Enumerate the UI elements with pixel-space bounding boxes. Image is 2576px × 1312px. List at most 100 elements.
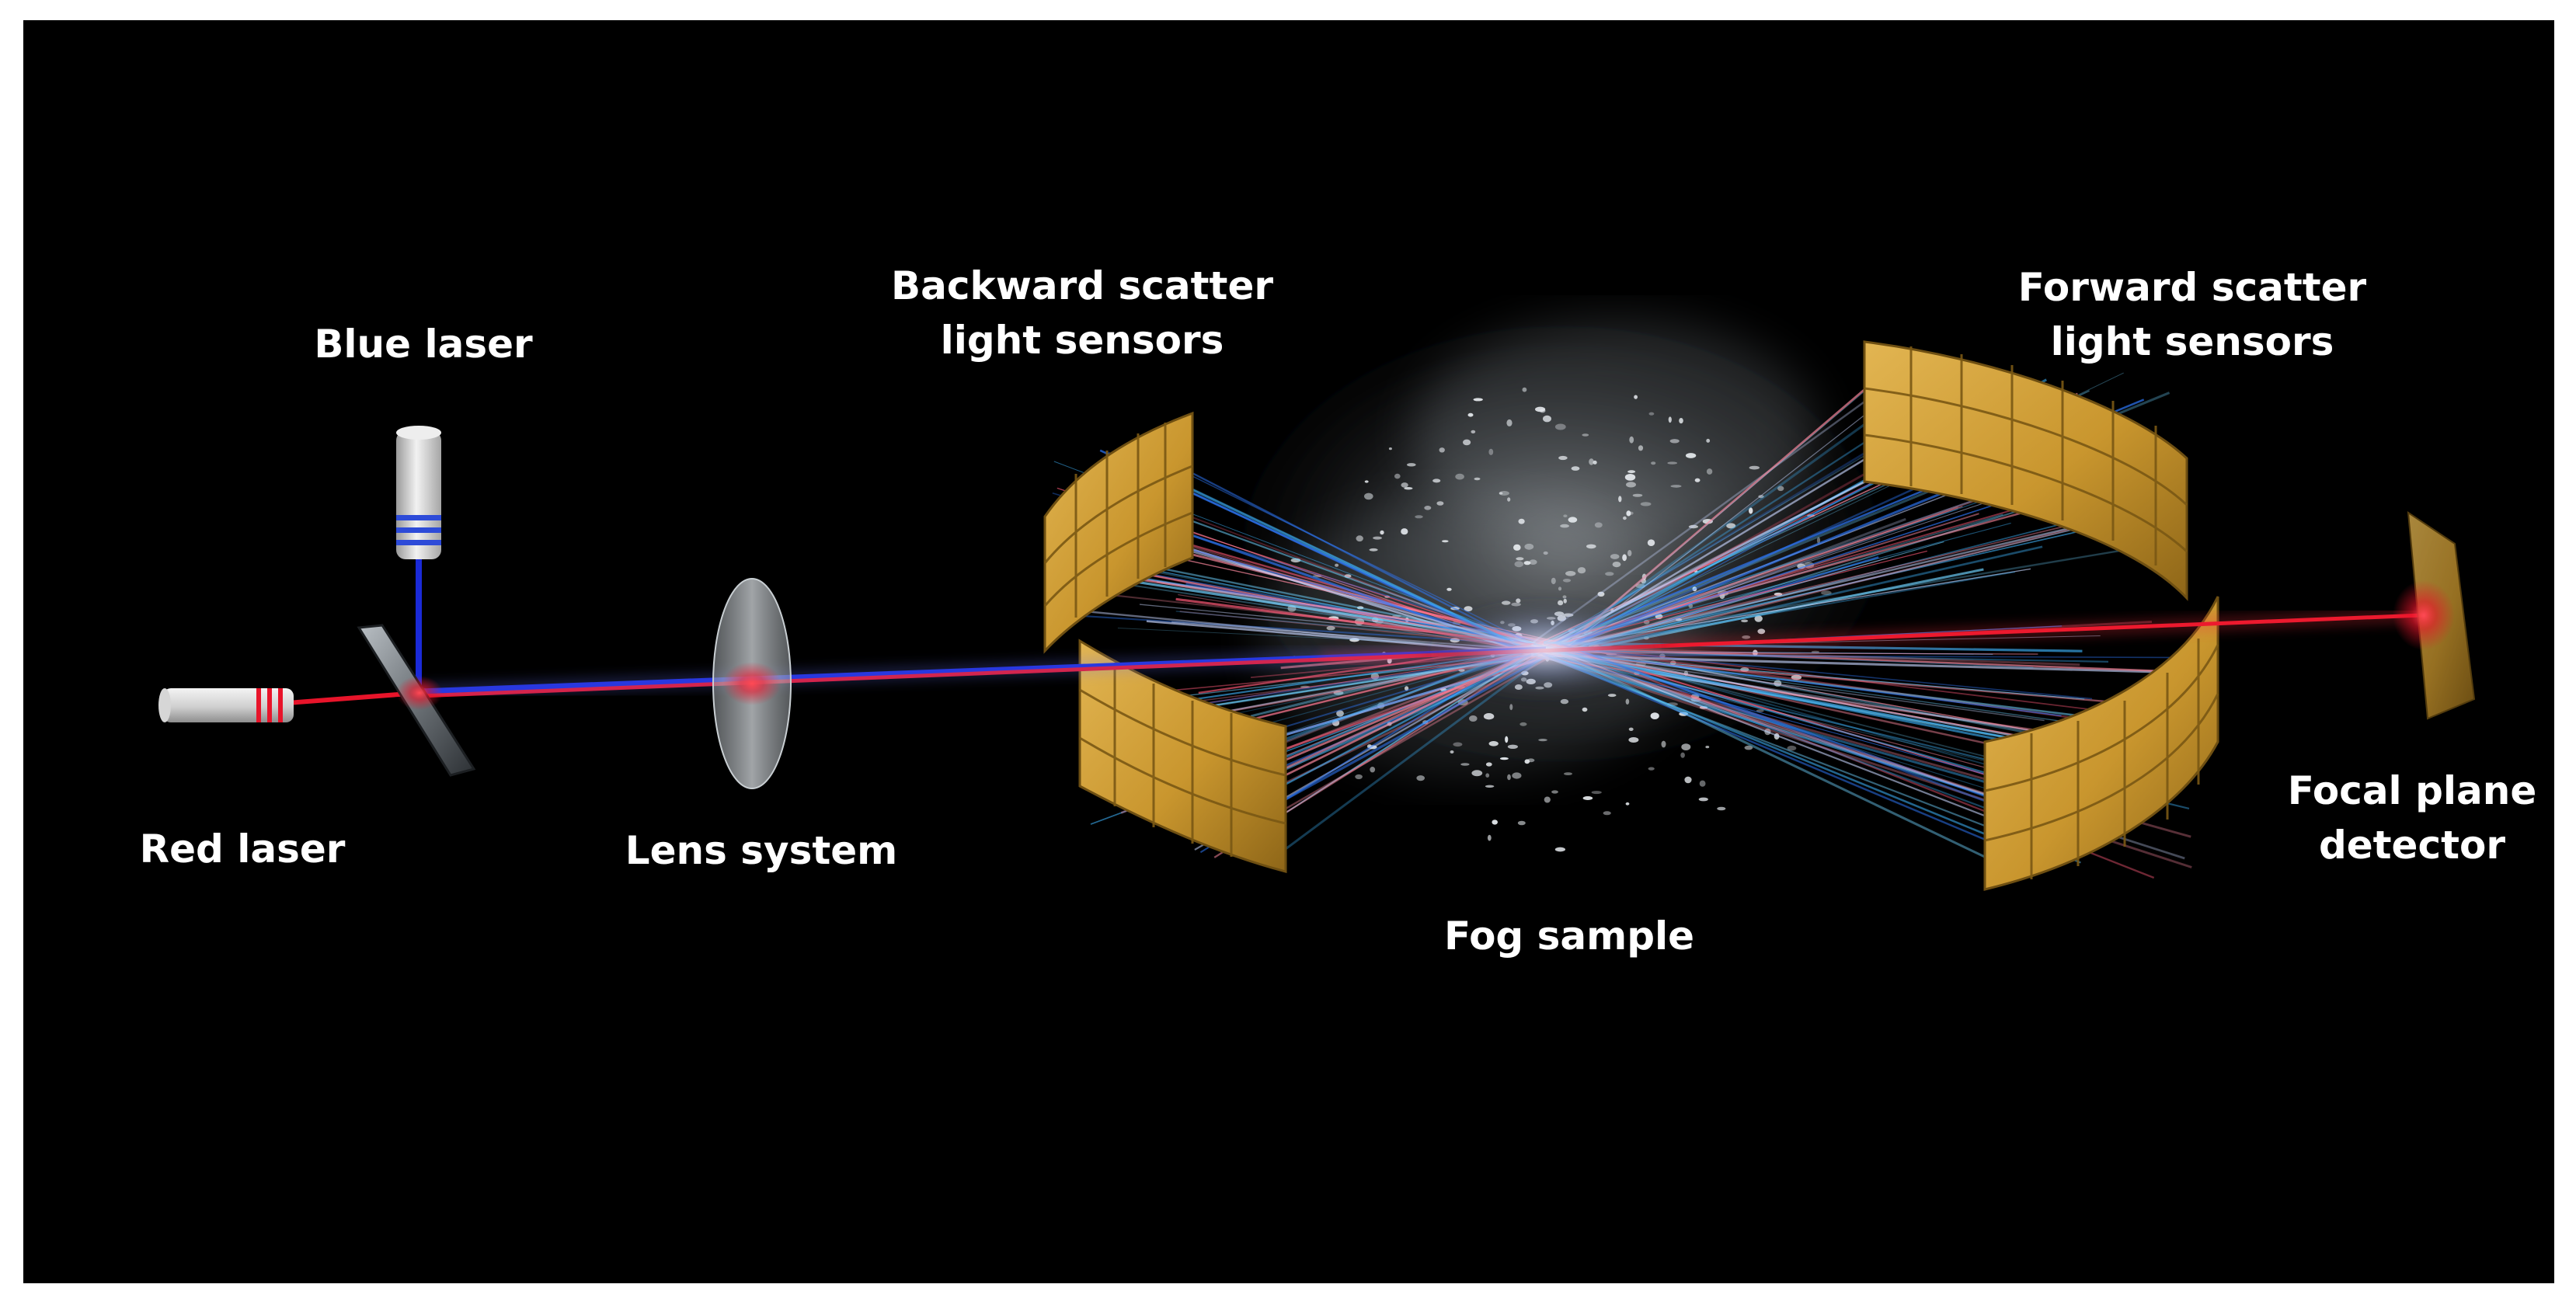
fog-particle xyxy=(1483,713,1495,720)
fog-particle xyxy=(1467,412,1474,417)
fog-particle xyxy=(1680,752,1685,758)
fog-particle xyxy=(1562,579,1572,583)
fog-particle xyxy=(1705,746,1710,749)
fog-particle xyxy=(1518,518,1525,524)
fog-particle xyxy=(1529,559,1537,565)
label-red-laser: Red laser xyxy=(140,827,346,872)
fog-particle xyxy=(1436,501,1444,506)
fog-particle xyxy=(1749,465,1760,470)
fog-particle xyxy=(1624,474,1636,481)
fog-particle xyxy=(1523,561,1531,566)
fog-particle xyxy=(1603,811,1611,816)
fog-particle xyxy=(1507,497,1511,502)
fog-particle xyxy=(1626,510,1631,517)
fog-particle xyxy=(1586,544,1596,549)
fog-particle xyxy=(1551,790,1558,794)
label-forward-scatter-line2: light sensors xyxy=(2051,319,2334,364)
fog-particle xyxy=(1629,436,1634,444)
fog-particle xyxy=(1749,507,1753,514)
fog-particle xyxy=(1506,419,1513,426)
fog-particle xyxy=(1336,710,1344,717)
fog-particle xyxy=(1626,482,1636,488)
fog-particle xyxy=(1627,470,1636,474)
fog-particle xyxy=(1758,495,1764,499)
fog-particle xyxy=(1717,806,1726,811)
label-fog-sample: Fog sample xyxy=(1444,914,1694,959)
label-blue-laser: Blue laser xyxy=(314,322,533,367)
fog-particle xyxy=(1446,587,1452,591)
fog-particle xyxy=(1589,458,1594,465)
fog-particle xyxy=(1706,468,1713,475)
fog-particle xyxy=(1453,742,1463,747)
fog-particle xyxy=(1455,473,1464,480)
fog-particle xyxy=(1471,430,1476,434)
label-forward-scatter-line1: Forward scatter xyxy=(2018,265,2367,310)
scatter-center-glow xyxy=(1414,595,1678,704)
fog-particle xyxy=(1333,691,1344,695)
fog-particle xyxy=(1450,750,1454,753)
fog-particle xyxy=(1684,776,1692,784)
red-laser xyxy=(158,688,294,722)
label-lens-system: Lens system xyxy=(625,828,898,873)
fog-particle xyxy=(1564,772,1572,775)
fog-particle xyxy=(1632,493,1643,497)
fog-particle xyxy=(1560,524,1569,528)
fog-particle xyxy=(1648,412,1655,416)
fog-particle xyxy=(1679,418,1683,424)
fog-particle xyxy=(1513,544,1521,551)
fog-particle xyxy=(1439,447,1445,453)
fog-particle xyxy=(1726,523,1736,529)
fog-particle xyxy=(1512,772,1522,779)
fog-particle xyxy=(1488,448,1494,455)
fog-particle xyxy=(1505,736,1509,743)
fog-particle xyxy=(1634,395,1638,399)
backward-sensor-panel-upper xyxy=(1043,411,1194,654)
fog-particle xyxy=(1577,567,1586,574)
fog-particle xyxy=(1622,554,1627,562)
fog-particle xyxy=(1627,550,1632,557)
fog-particle xyxy=(1416,775,1425,781)
fog-particle xyxy=(1424,506,1432,510)
fog-particle xyxy=(1406,463,1416,467)
fog-particle xyxy=(1628,511,1634,515)
fog-particle xyxy=(1524,759,1530,764)
fog-particle xyxy=(1544,796,1551,803)
label-backward-scatter-line2: light sensors xyxy=(941,318,1224,363)
fog-particle xyxy=(1605,572,1614,576)
fog-particle xyxy=(1558,586,1562,591)
fog-particle xyxy=(1568,517,1578,523)
fog-particle xyxy=(1373,536,1382,540)
fog-particle xyxy=(1554,847,1565,852)
fog-particle xyxy=(1688,524,1698,529)
fog-particle xyxy=(1694,478,1701,482)
label-focal-plane-line2: detector xyxy=(2319,823,2505,868)
fog-particle xyxy=(1777,485,1784,492)
fog-particle xyxy=(1469,715,1478,722)
fog-particle xyxy=(1326,625,1335,631)
fog-particle xyxy=(1473,398,1483,402)
fog-particle xyxy=(1538,739,1547,742)
fog-particle xyxy=(1648,767,1655,771)
fog-particle xyxy=(1667,461,1677,465)
fog-particle xyxy=(1571,466,1580,471)
fog-particle xyxy=(1594,522,1603,528)
fog-particle xyxy=(1593,460,1597,465)
fog-particle xyxy=(1517,820,1526,826)
fog-particle xyxy=(1432,479,1441,483)
fog-particle xyxy=(1640,502,1652,506)
fog-particle xyxy=(1364,492,1373,500)
fog-particle xyxy=(1474,477,1481,481)
fog-particle xyxy=(1591,791,1602,795)
fog-particle xyxy=(1492,820,1498,825)
fog-particle xyxy=(1380,530,1384,535)
fog-particle xyxy=(1388,447,1392,451)
fog-particle xyxy=(1628,737,1639,743)
fog-particle xyxy=(1681,743,1691,750)
fog-particle xyxy=(1744,745,1753,750)
fog-particle xyxy=(1565,571,1576,576)
fog-particle xyxy=(1514,561,1524,568)
fog-particle xyxy=(1757,628,1766,635)
fog-particle xyxy=(1522,387,1527,392)
fog-particle xyxy=(1507,744,1518,749)
fog-particle xyxy=(1369,548,1378,552)
